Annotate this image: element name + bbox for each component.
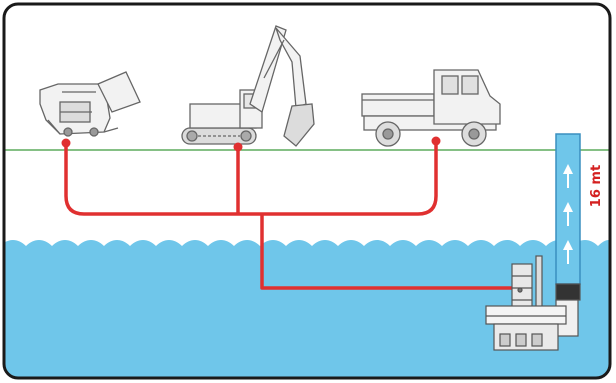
outlet-dot-excavator: [233, 142, 243, 152]
excavator-machine: [181, 25, 315, 147]
up-arrow-icon: [563, 202, 573, 212]
delivery-pipes: [64, 142, 512, 290]
up-arrow-icon: [563, 164, 573, 174]
up-arrow-icon: [563, 240, 573, 250]
pipe-to-truck: [238, 142, 438, 216]
crusher-machine: [39, 71, 141, 137]
water-body: [4, 240, 610, 378]
diagram-frame: [2, 2, 612, 380]
truck-machine: [361, 69, 501, 147]
submersible-pump: [485, 255, 581, 351]
outlet-dot-truck: [431, 136, 441, 146]
depth-label: 16 mt: [589, 165, 604, 207]
riser-column: [555, 133, 581, 285]
pipe-to-crusher: [64, 144, 238, 216]
outlet-dot-crusher: [61, 138, 71, 148]
pipe-main-line: [260, 214, 512, 290]
